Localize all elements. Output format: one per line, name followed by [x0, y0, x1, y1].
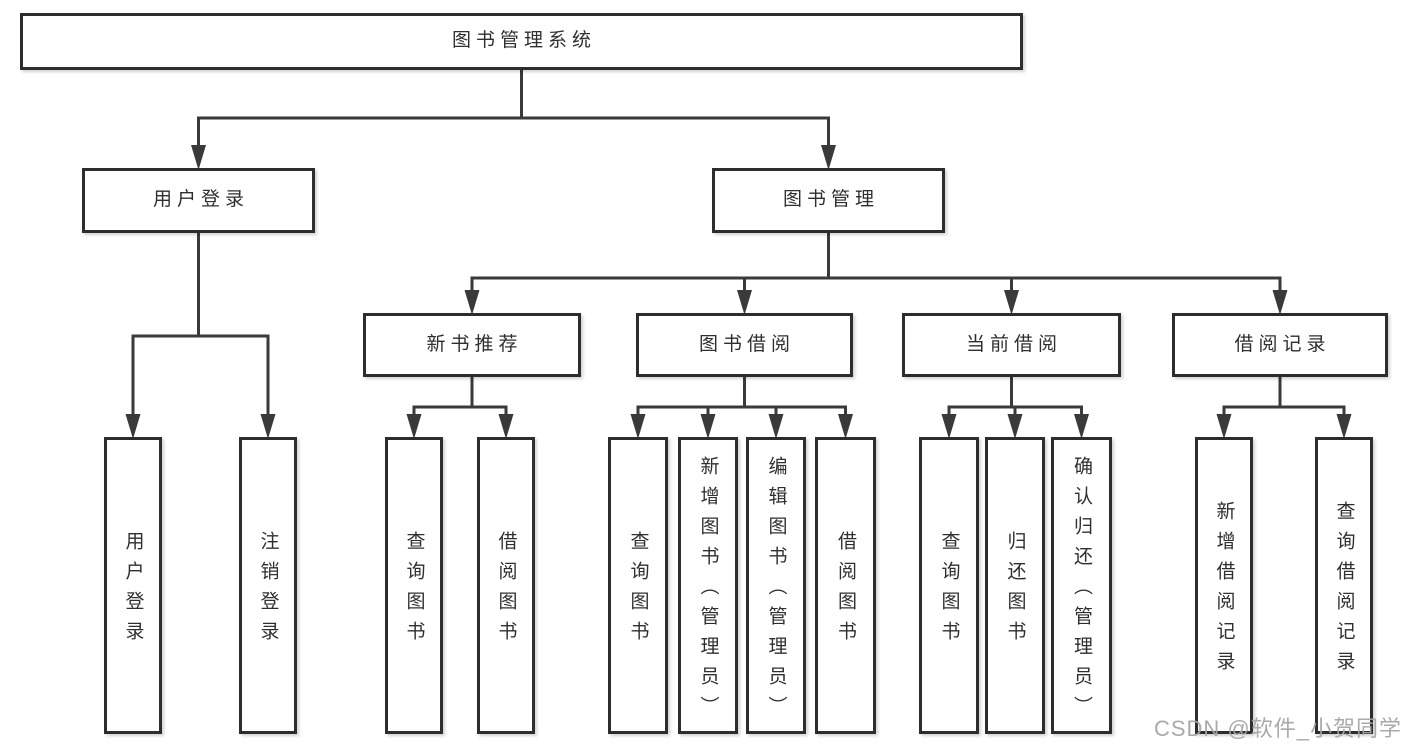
- arrowhead-icon: [1336, 414, 1352, 439]
- node-label-leaf-borrow-book-2: 借阅图书: [835, 531, 856, 651]
- node-leaf-edit-book: 编辑图书（管理员）: [746, 437, 806, 734]
- node-leaf-return-book: 归还图书: [985, 437, 1045, 734]
- node-label-leaf-query-book-2: 查询图书: [627, 531, 649, 651]
- edge-root: [191, 69, 836, 170]
- arrowhead-icon: [1007, 414, 1023, 439]
- arrowhead-icon: [838, 414, 853, 439]
- arrowhead-icon: [1272, 290, 1288, 315]
- arrowhead-icon: [260, 414, 276, 439]
- node-leaf-query-book-3: 查询图书: [919, 437, 979, 734]
- edge-book-borrow: [630, 376, 853, 439]
- arrowhead-icon: [406, 414, 422, 439]
- node-user-login: 用户登录: [82, 168, 315, 233]
- arrowhead-icon: [125, 414, 141, 439]
- arrowhead-icon: [768, 414, 784, 439]
- node-leaf-query-book-2: 查询图书: [608, 437, 668, 734]
- arrowhead-icon: [821, 145, 836, 170]
- edge-user-login: [125, 232, 276, 439]
- node-label-current-borrow: 当前借阅: [965, 333, 1062, 355]
- edge-new-book-rec: [406, 376, 514, 439]
- node-label-root: 图书管理系统: [451, 30, 596, 52]
- arrowhead-icon: [1004, 290, 1019, 315]
- edge-borrow-records: [1216, 376, 1352, 439]
- node-leaf-query-book-1: 查询图书: [385, 437, 443, 734]
- node-leaf-logout: 注销登录: [239, 437, 297, 734]
- node-label-borrow-records: 借阅记录: [1234, 333, 1331, 355]
- arrowhead-icon: [191, 145, 206, 170]
- node-label-leaf-query-book-1: 查询图书: [403, 531, 425, 651]
- node-book-mgmt: 图书管理: [712, 168, 945, 233]
- node-leaf-add-borrow-record: 新增借阅记录: [1195, 437, 1253, 734]
- node-label-leaf-user-login: 用户登录: [122, 531, 144, 651]
- node-label-book-mgmt: 图书管理: [782, 189, 879, 211]
- csdn-watermark: CSDN @软件_小贺同学: [1153, 716, 1402, 741]
- arrowhead-icon: [1216, 414, 1232, 439]
- node-leaf-add-book: 新增图书（管理员）: [678, 437, 738, 734]
- node-label-leaf-return-book: 归还图书: [1004, 531, 1026, 651]
- node-book-borrow: 图书借阅: [636, 313, 853, 377]
- node-borrow-records: 借阅记录: [1172, 313, 1388, 377]
- node-label-user-login: 用户登录: [152, 189, 249, 211]
- node-label-book-borrow: 图书借阅: [698, 333, 795, 355]
- arrowhead-icon: [941, 414, 957, 439]
- node-leaf-borrow-book-2: 借阅图书: [815, 437, 876, 734]
- arrowhead-icon: [464, 290, 480, 315]
- arrowhead-icon: [1074, 414, 1089, 439]
- node-label-leaf-query-borrow-record: 查询借阅记录: [1333, 501, 1355, 681]
- node-new-book-rec: 新书推荐: [363, 313, 581, 377]
- arrowhead-icon: [737, 290, 752, 315]
- node-leaf-query-borrow-record: 查询借阅记录: [1315, 437, 1373, 734]
- node-leaf-borrow-book-1: 借阅图书: [477, 437, 535, 734]
- arrowhead-icon: [498, 414, 514, 439]
- node-label-leaf-query-book-3: 查询图书: [938, 531, 960, 651]
- node-current-borrow: 当前借阅: [902, 313, 1121, 377]
- edge-book-mgmt: [464, 232, 1288, 315]
- node-label-leaf-edit-book: 编辑图书（管理员）: [765, 456, 787, 726]
- edge-current-borrow: [941, 376, 1089, 439]
- node-label-leaf-add-borrow-record: 新增借阅记录: [1213, 501, 1235, 681]
- node-label-leaf-add-book: 新增图书（管理员）: [697, 456, 719, 726]
- node-label-leaf-borrow-book-1: 借阅图书: [495, 531, 517, 651]
- node-leaf-user-login: 用户登录: [104, 437, 162, 734]
- node-label-leaf-logout: 注销登录: [257, 531, 279, 651]
- arrowhead-icon: [700, 414, 716, 439]
- arrowhead-icon: [630, 414, 646, 439]
- node-leaf-confirm-return: 确认归还（管理员）: [1051, 437, 1112, 734]
- node-label-leaf-confirm-return: 确认归还（管理员）: [1071, 456, 1092, 726]
- node-label-new-book-rec: 新书推荐: [426, 333, 523, 355]
- node-root: 图书管理系统: [20, 13, 1023, 70]
